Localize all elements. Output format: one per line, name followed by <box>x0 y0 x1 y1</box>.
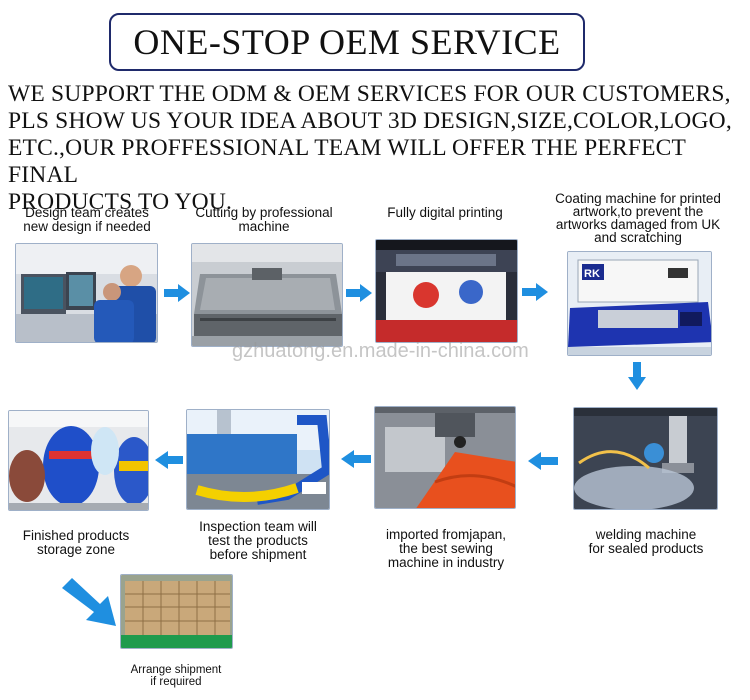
caption-sewing: imported fromjapan, the best sewing mach… <box>385 527 507 570</box>
arrow-right-icon <box>164 284 190 302</box>
photo-design-team <box>15 243 158 343</box>
photo-storage <box>8 410 149 511</box>
photo-inspection <box>186 409 330 510</box>
photo-cutting-machine <box>191 243 343 347</box>
caption-design: Design team creates new design if needed <box>23 205 151 234</box>
machine-logo: RK <box>584 268 600 280</box>
arrow-left-icon <box>155 451 183 469</box>
intro-text: WE SUPPORT THE ODM & OEM SERVICES FOR OU… <box>8 81 732 215</box>
watermark: gzhuatong.en.made-in-china.com <box>232 340 529 362</box>
caption-storage: Finished products storage zone <box>22 528 130 557</box>
caption-cutting: Cutting by professional machine <box>195 205 333 234</box>
photo-coating-machine: RK <box>567 251 712 356</box>
arrow-left-icon <box>528 452 558 470</box>
caption-shipment: Arrange shipment if required <box>130 664 222 688</box>
photo-welding-machine <box>573 407 718 510</box>
photo-shipment-boxes <box>120 574 233 649</box>
arrow-down-right-icon <box>62 578 116 626</box>
page-title: ONE-STOP OEM SERVICE <box>109 13 585 71</box>
caption-coating: Coating machine for printed artwork,to p… <box>555 191 721 245</box>
arrow-right-icon <box>346 284 372 302</box>
caption-inspection: Inspection team will test the products b… <box>199 519 317 562</box>
caption-welding: welding machine for sealed products <box>588 527 704 556</box>
photo-digital-printer <box>375 239 518 343</box>
arrow-left-icon <box>341 450 371 468</box>
arrow-right-icon <box>522 283 548 301</box>
arrow-down-icon <box>628 362 646 390</box>
caption-printing: Fully digital printing <box>387 205 503 220</box>
photo-sewing-machine <box>374 406 516 509</box>
